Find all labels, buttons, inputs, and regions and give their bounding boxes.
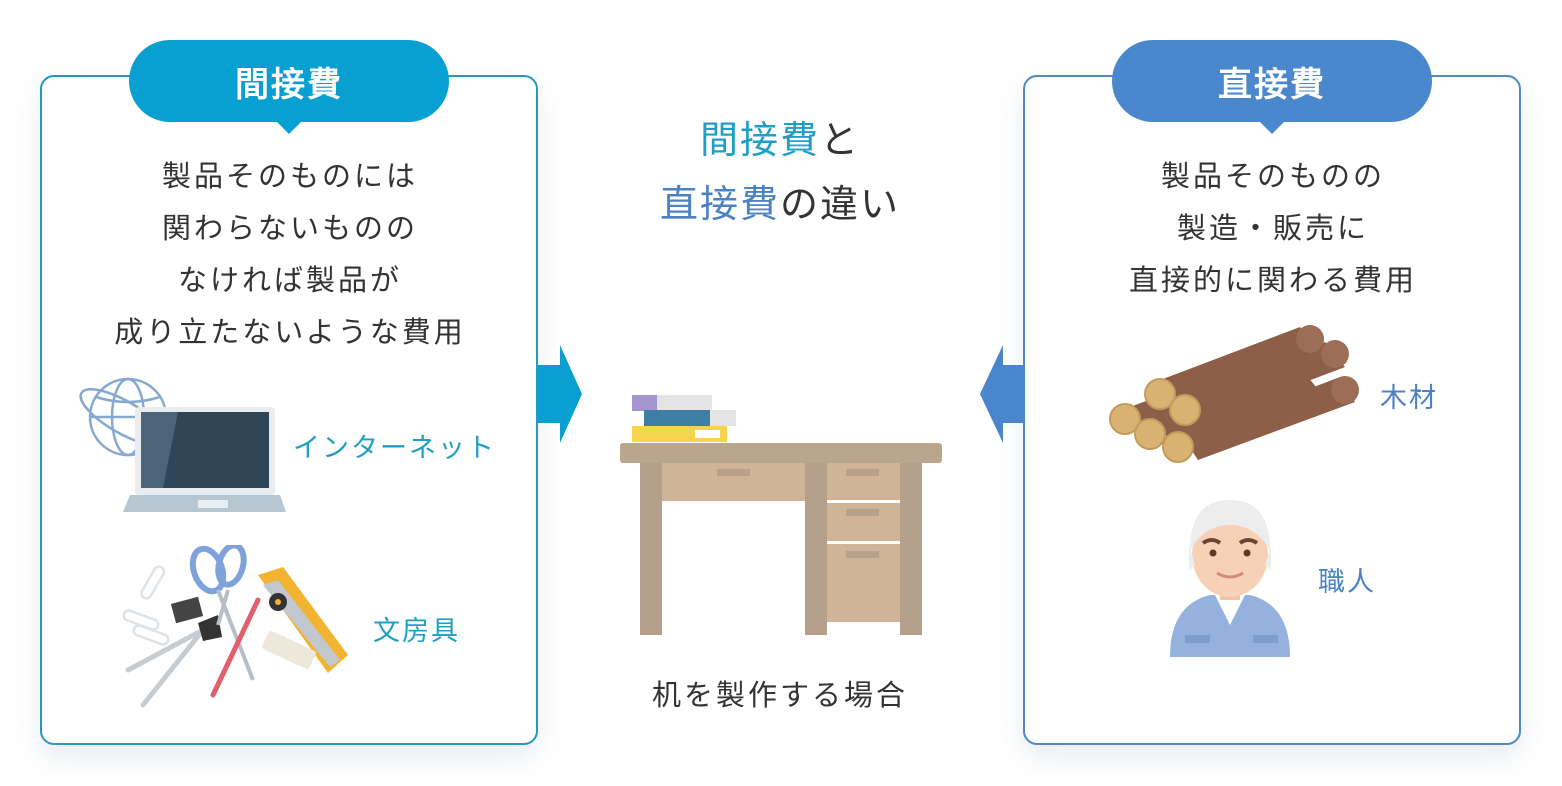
arrow-left-icon	[980, 345, 1025, 443]
laptop-globe-icon	[79, 377, 286, 512]
diagram-title: 間接費と 直接費の違い	[620, 108, 940, 236]
arrow-right-icon	[538, 345, 582, 443]
direct-cost-badge: 直接費	[1112, 40, 1432, 134]
internet-label: インターネット	[293, 433, 496, 464]
indirect-cost-badge: 間接費	[129, 40, 449, 134]
scenario-caption: 机を製作する場合	[651, 678, 908, 712]
stationery-icon	[122, 545, 348, 708]
craftsman-label: 職人	[1318, 567, 1376, 598]
desk-with-books-icon	[620, 395, 942, 635]
title-indirect-cost: 間接費	[699, 118, 820, 162]
title-difference: の違い	[780, 182, 901, 226]
indirect-cost-panel	[40, 75, 538, 745]
logs-icon	[1109, 325, 1359, 463]
title-conjunction: と	[820, 118, 861, 162]
indirect-cost-description: 製品そのものには 関わらないものの なければ製品が 成り立たないような費用	[114, 159, 466, 349]
stationery-label: 文房具	[373, 616, 460, 647]
title-direct-cost: 直接費	[659, 182, 780, 226]
craftsman-icon	[1170, 500, 1290, 657]
lumber-label: 木材	[1380, 383, 1438, 414]
direct-cost-description: 製品そのものの 製造・販売に 直接的に関わる費用	[1128, 159, 1417, 297]
